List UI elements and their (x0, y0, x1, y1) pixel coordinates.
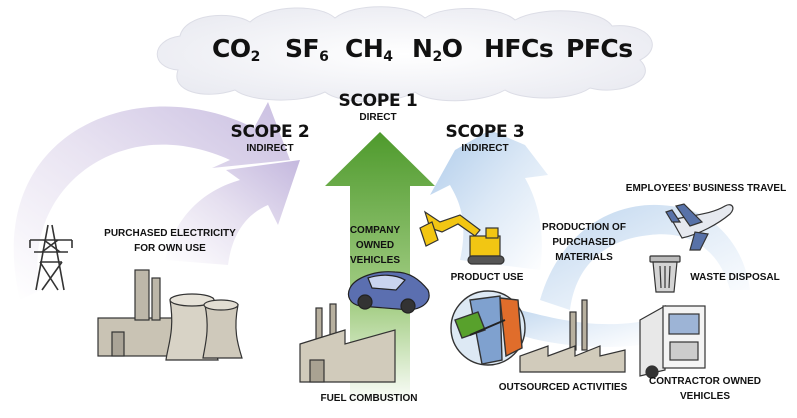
factory-icon (299, 303, 396, 383)
gas-co2: CO2 (212, 34, 260, 65)
gas-n2o: N2O (412, 34, 463, 65)
gas-ch4: CH4 (345, 34, 393, 65)
truck-icon (639, 304, 706, 379)
scope3-subtitle: INDIRECT (461, 143, 509, 154)
label-business-travel: EMPLOYEES’ BUSINESS TRAVEL (625, 183, 787, 194)
factory-icon (519, 299, 626, 373)
gas-pfcs: PFCs (566, 34, 633, 63)
scope2-title: SCOPE 2 (230, 122, 310, 142)
trash-can-icon (649, 255, 681, 293)
power-tower-icon (29, 224, 73, 291)
power-plant-icon (97, 269, 243, 361)
excavator-icon (419, 210, 505, 265)
fuel-pump-icon (450, 290, 526, 366)
car-icon (347, 271, 430, 314)
label-production-materials: PRODUCTION OF PURCHASED MATERIALS (542, 222, 626, 263)
scope1-title: SCOPE 1 (338, 91, 418, 111)
scope1-arrow (325, 132, 435, 405)
label-fuel-combustion: FUEL COMBUSTION (320, 393, 418, 404)
airplane-icon (665, 203, 734, 251)
label-contractor-vehicles: CONTRACTOR OWNED VEHICLES (648, 376, 762, 402)
cloud (156, 6, 653, 103)
scope1-subtitle: DIRECT (359, 112, 397, 123)
label-outsourced-activities: OUTSOURCED ACTIVITIES (498, 382, 628, 393)
label-company-vehicles: COMPANY OWNED VEHICLES (349, 225, 401, 266)
label-purchased-electricity: PURCHASED ELECTRICITY FOR OWN USE (104, 228, 236, 254)
gas-sf6: SF6 (285, 34, 329, 65)
label-product-use: PRODUCT USE (450, 272, 524, 283)
scope2-subtitle: INDIRECT (246, 143, 294, 154)
scope3-title: SCOPE 3 (445, 122, 525, 142)
label-waste-disposal: WASTE DISPOSAL (690, 272, 780, 283)
scope2-arrow (13, 102, 300, 300)
gas-hfcs: HFCs (484, 34, 554, 63)
